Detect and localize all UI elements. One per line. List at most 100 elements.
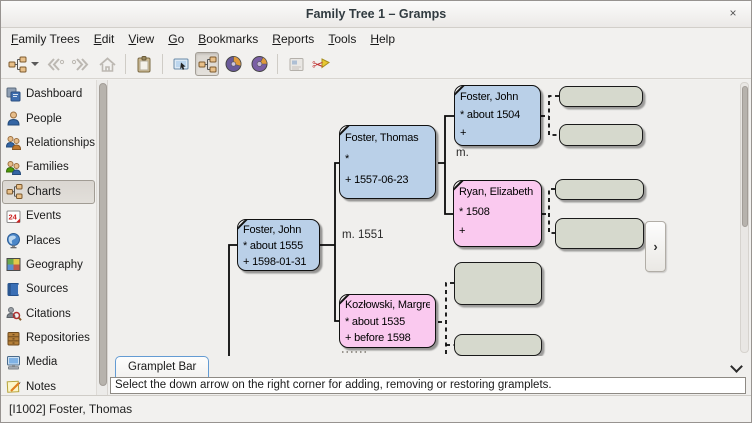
person-birth: * about 1504 (460, 109, 520, 121)
sidebar-item-charts[interactable]: Charts (2, 179, 95, 204)
category-sidebar: Dashboard People Relationships Families … (1, 80, 96, 395)
menu-family-trees[interactable]: Family Trees (11, 32, 80, 46)
window-title: Family Tree 1 – Gramps (305, 7, 447, 21)
menu-view[interactable]: View (128, 32, 155, 46)
pedigree-view-dropdown-button[interactable] (6, 52, 41, 76)
notes-icon (6, 381, 21, 394)
person-birth: * (345, 153, 350, 165)
sidebar-item-places[interactable]: Places (1, 228, 96, 252)
sidebar-item-notes[interactable]: Notes (1, 375, 96, 399)
pedigree-connector-lines (228, 95, 559, 356)
open-report-button[interactable] (284, 52, 308, 76)
gramplet-bar-message: Select the down arrow on the right corne… (110, 377, 746, 394)
chart-vertical-scrollbar[interactable] (740, 82, 749, 353)
fan-chart-icon (225, 56, 241, 72)
marriage-label: m. 1551 (342, 229, 384, 241)
person-box-mother[interactable]: Kozłowski, Margret * about 1535 + before… (339, 294, 436, 348)
places-icon (7, 233, 20, 249)
person-death: + 1598-01-31 (243, 256, 307, 268)
events-icon: 24 (6, 210, 21, 223)
menu-help[interactable]: Help (370, 32, 396, 46)
sidebar-item-label: Geography (26, 258, 83, 271)
sidebar-item-media[interactable]: Media (1, 350, 96, 374)
sidebar-item-relationships[interactable]: Relationships (1, 131, 96, 155)
configure-view-icon (173, 58, 188, 70)
person-box-father[interactable]: Foster, Thomas * + 1557-06-23 (339, 125, 436, 199)
cut-scissors-icon: ✂ (312, 57, 330, 73)
active-person-status: [I1002] Foster, Thomas (9, 402, 133, 416)
clipboard-button[interactable] (132, 52, 156, 76)
close-window-button[interactable]: × (729, 6, 737, 20)
report-icon (289, 57, 303, 71)
gramplet-menu-chevron-icon[interactable] (729, 361, 743, 373)
pedigree-chart-canvas: Foster, John * about 1555 + 1598-01-31 F… (108, 80, 751, 356)
person-death: + before 1598 (345, 332, 411, 344)
person-death: + (459, 225, 466, 237)
make-filter-button[interactable]: ✂ (310, 52, 334, 76)
toolbar: ✂ (1, 50, 751, 79)
menu-bookmarks[interactable]: Bookmarks (198, 32, 259, 46)
pedigree-icon (198, 56, 216, 72)
sidebar-item-families[interactable]: Families (1, 155, 96, 179)
sidebar-item-label: Sources (26, 283, 69, 296)
sidebar-item-repositories[interactable]: Repositories (1, 326, 96, 350)
fan-chart-view-button[interactable] (221, 52, 245, 76)
menu-go[interactable]: Go (168, 32, 185, 46)
back-icon (47, 57, 65, 71)
families-icon (5, 160, 22, 175)
pedigree-view-button[interactable] (195, 52, 219, 76)
sidebar-item-label: Notes (26, 380, 57, 393)
empty-person-slot[interactable] (555, 218, 644, 249)
menu-edit[interactable]: Edit (93, 32, 115, 46)
gramplet-bar-tab-label: Gramplet Bar (128, 361, 197, 373)
person-name: Ryan, Elizabeth (459, 186, 534, 198)
person-birth: * 1508 (459, 205, 490, 218)
expand-right-button[interactable]: › (645, 221, 666, 272)
empty-person-slot[interactable] (555, 179, 644, 200)
sidebar-item-label: Repositories (26, 332, 90, 345)
person-box-grandfather[interactable]: Foster, John * about 1504 + (454, 85, 541, 146)
menu-reports[interactable]: Reports (272, 32, 315, 46)
citations-icon (6, 307, 22, 322)
sidebar-item-geography[interactable]: Geography (1, 253, 96, 277)
forward-button[interactable] (69, 52, 93, 76)
sidebar-item-sources[interactable]: Sources (1, 277, 96, 301)
sidebar-scrollbar[interactable] (96, 80, 107, 395)
sidebar-item-label: Citations (26, 307, 71, 320)
person-name: Foster, Thomas (345, 132, 419, 144)
home-button[interactable] (95, 52, 119, 76)
sidebar-item-label: Charts (27, 185, 61, 198)
svg-text:24: 24 (9, 212, 18, 221)
app-body: Dashboard People Relationships Families … (1, 80, 751, 395)
sidebar-item-label: Families (26, 161, 69, 174)
back-button[interactable] (43, 52, 67, 76)
person-box-child[interactable]: Foster, John * about 1555 + 1598-01-31 (237, 219, 320, 271)
chart-scrollbar-thumb[interactable] (741, 86, 748, 227)
sidebar-scrollbar-thumb[interactable] (98, 83, 107, 386)
media-icon (7, 355, 20, 370)
empty-person-slot[interactable] (559, 86, 643, 107)
person-icon (7, 111, 20, 126)
sidebar-item-label: Media (26, 356, 58, 369)
person-death: + (460, 127, 467, 139)
gramplet-bar-tab[interactable]: Gramplet Bar (115, 356, 210, 377)
sidebar-item-events[interactable]: 24 Events (1, 204, 96, 228)
full-circle-fan-chart-view-button[interactable] (247, 52, 271, 76)
sidebar-item-people[interactable]: People (1, 106, 96, 130)
menu-tools[interactable]: Tools (328, 32, 357, 46)
titlebar: Family Tree 1 – Gramps × (1, 1, 751, 28)
person-box-grandmother[interactable]: Ryan, Elizabeth * 1508 + (453, 180, 542, 247)
configure-view-button[interactable] (169, 52, 193, 76)
sidebar-item-dashboard[interactable]: Dashboard (1, 82, 96, 106)
statusbar: [I1002] Foster, Thomas (1, 395, 751, 422)
empty-person-slot[interactable] (454, 334, 542, 356)
toolbar-separator (125, 54, 126, 74)
empty-person-slot[interactable] (559, 124, 643, 146)
person-name: Foster, John (243, 224, 302, 236)
sidebar-item-citations[interactable]: Citations (1, 302, 96, 326)
toolbar-separator (277, 54, 278, 74)
sidebar-item-label: Events (26, 210, 62, 223)
relationships-icon (5, 136, 22, 151)
empty-person-slot[interactable] (454, 262, 542, 305)
